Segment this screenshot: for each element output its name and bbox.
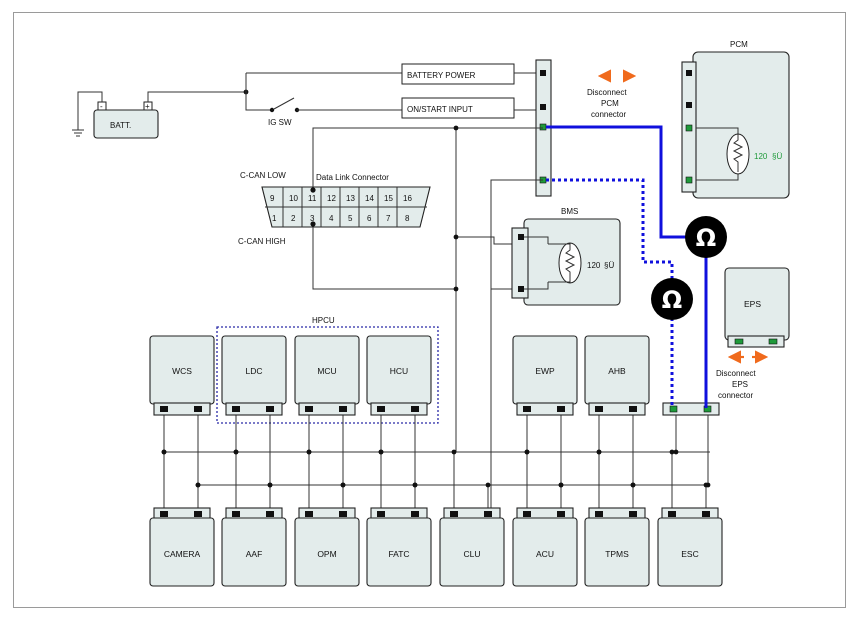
- dlc-pin-label: 5: [348, 214, 353, 223]
- module-label: AHB: [608, 366, 626, 376]
- on-start-input-box: [401, 97, 515, 119]
- module-label: LDC: [245, 366, 262, 376]
- dlc-pin-label: 1: [272, 214, 277, 223]
- bms-resistance-unit: §Ü: [604, 261, 614, 270]
- dlc-pin-label: 6: [367, 214, 372, 223]
- pcm-resistance: 120: [754, 152, 768, 161]
- module-tpms: TPMS: [584, 507, 650, 587]
- dlc-pin-label: 9: [270, 194, 275, 203]
- dlc-pin-label: 13: [346, 194, 355, 203]
- dlc-pin-label: 16: [403, 194, 412, 203]
- can-high-dlc-wire: [312, 224, 456, 290]
- can-low-dlc-wire: [312, 127, 543, 190]
- dlc-pin-label: 4: [329, 214, 334, 223]
- pcm-module: PCM 120 §Ü: [681, 40, 790, 199]
- hpcu-group: [216, 326, 439, 424]
- ohm-symbol: Ω: [662, 286, 682, 314]
- ground-icon: [72, 129, 84, 137]
- module-camera: CAMERA: [149, 507, 215, 587]
- ground-wire: [77, 91, 103, 130]
- dlc-pin-label: 10: [289, 194, 298, 203]
- module-ldc: LDC: [221, 335, 287, 416]
- disconnect-pcm-line3: connector: [591, 110, 626, 119]
- diagram-frame: [13, 12, 846, 608]
- module-label: EWP: [535, 366, 555, 376]
- battery: BATT. - +: [93, 101, 159, 139]
- bms-wires: [456, 236, 518, 290]
- pcm-label: PCM: [730, 40, 748, 49]
- battery-power-label: BATTERY POWER: [407, 71, 476, 80]
- battery-plus-wire: [147, 91, 246, 102]
- can-low-label: C-CAN LOW: [240, 171, 286, 180]
- module-ewp: EWP: [512, 335, 578, 416]
- module-fatc: FATC: [366, 507, 432, 587]
- ig-switch: IG SW: [268, 97, 300, 127]
- can-high-measure-line: [546, 125, 686, 239]
- eps-module: EPS: [724, 267, 790, 348]
- module-hcu: HCU: [366, 335, 432, 416]
- dlc-pin-label: 11: [308, 194, 317, 203]
- dlc-title: Data Link Connector: [316, 173, 389, 182]
- module-label: ACU: [536, 549, 554, 559]
- dlc-pin-label: 7: [386, 214, 391, 223]
- ohmmeter-icon: Ω: [685, 216, 727, 258]
- bms-resistance: 120: [587, 261, 601, 270]
- on-start-input-label: ON/START INPUT: [407, 105, 473, 114]
- dlc-pin-label: 14: [365, 194, 374, 203]
- module-aaf: AAF: [221, 507, 287, 587]
- dlc-pin-label: 8: [405, 214, 410, 223]
- bms-module: BMS 120 §Ü: [511, 207, 621, 306]
- disconnect-pcm-line2: PCM: [601, 99, 619, 108]
- module-label: HCU: [390, 366, 408, 376]
- module-label: CLU: [463, 549, 480, 559]
- bms-label: BMS: [561, 207, 578, 216]
- disconnect-eps-line1: Disconnect: [716, 369, 756, 378]
- battery-box: [93, 109, 159, 139]
- module-label: WCS: [172, 366, 192, 376]
- module-label: MCU: [317, 366, 336, 376]
- module-label: OPM: [317, 549, 336, 559]
- module-clu: CLU: [439, 507, 505, 587]
- battery-plus-label: +: [145, 102, 150, 111]
- dlc-pin-label: 12: [327, 194, 336, 203]
- dlc-pin-label: 2: [291, 214, 296, 223]
- ohm-symbol: Ω: [696, 224, 716, 252]
- module-label: TPMS: [605, 549, 629, 559]
- ohmmeter-icon: Ω: [651, 278, 693, 320]
- pcm-resistance-unit: §Ü: [772, 152, 782, 161]
- data-link-connector: Data Link Connector: [261, 173, 431, 228]
- hpcu-label: HPCU: [312, 316, 335, 325]
- battery-power-box: [401, 63, 515, 85]
- disconnect-eps-line2: EPS: [732, 380, 748, 389]
- dlc-pin-label: 15: [384, 194, 393, 203]
- disconnect-eps-line3: connector: [718, 391, 753, 400]
- module-ahb: AHB: [584, 335, 650, 416]
- battery-label: BATT.: [110, 121, 131, 130]
- can-high-trunk: [490, 179, 543, 514]
- power-split-wire: [245, 73, 270, 111]
- ig-switch-label: IG SW: [268, 118, 292, 127]
- module-label: ESC: [681, 549, 698, 559]
- module-opm: OPM: [294, 507, 360, 587]
- can-high-label: C-CAN HIGH: [238, 237, 286, 246]
- module-mcu: MCU: [294, 335, 360, 416]
- dlc-pin-label: 3: [310, 214, 315, 223]
- module-esc: ESC: [657, 507, 723, 587]
- module-label: CAMERA: [164, 549, 201, 559]
- disconnect-pcm-line1: Disconnect: [587, 88, 627, 97]
- module-acu: ACU: [512, 507, 578, 587]
- battery-minus-label: -: [100, 102, 103, 111]
- module-label: AAF: [246, 549, 263, 559]
- module-wcs: WCS: [149, 335, 215, 416]
- module-label: FATC: [388, 549, 409, 559]
- eps-label: EPS: [744, 299, 761, 309]
